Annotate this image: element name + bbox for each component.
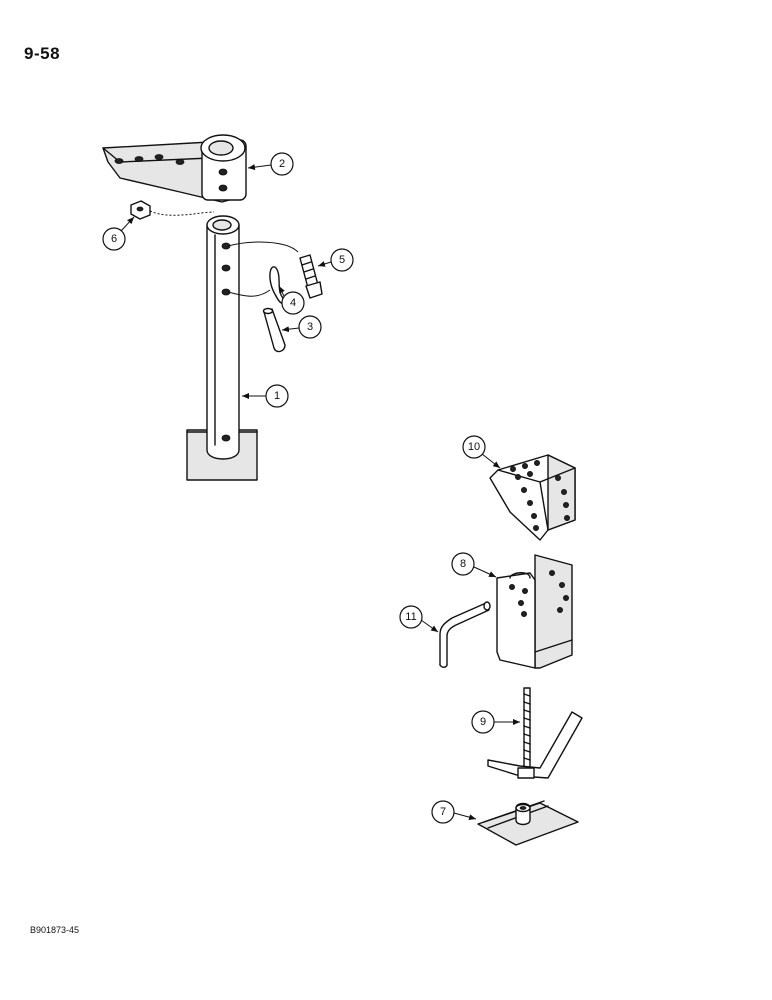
- callout-2: 2: [247, 152, 294, 176]
- svg-text:11: 11: [405, 611, 416, 623]
- svg-text:9: 9: [480, 716, 486, 728]
- bolt-part-5: [299, 254, 323, 299]
- callout-1: 1: [242, 384, 289, 408]
- svg-text:2: 2: [279, 158, 285, 170]
- u-channel-part-8: [496, 554, 573, 669]
- callout-7: 7: [431, 800, 477, 824]
- callout-11: 11: [399, 605, 439, 633]
- svg-text:4: 4: [290, 297, 296, 309]
- callout-5: 5: [317, 248, 354, 272]
- callout-3: 3: [281, 315, 322, 339]
- threaded-stud-part-9: [487, 687, 583, 779]
- svg-text:7: 7: [440, 806, 446, 818]
- callout-6: 6: [102, 216, 135, 251]
- pin-part-3: [262, 307, 286, 353]
- bracket-part-10: [489, 454, 576, 541]
- svg-text:6: 6: [111, 233, 117, 245]
- svg-text:3: 3: [307, 321, 313, 333]
- svg-text:8: 8: [460, 558, 466, 570]
- jack-post-part-1: [186, 215, 258, 481]
- document-code: B901873-45: [30, 925, 80, 935]
- page-number: 9-58: [24, 44, 61, 63]
- mount-bracket-part-2: [102, 134, 247, 203]
- callout-4: 4: [278, 285, 305, 315]
- callout-8: 8: [451, 552, 497, 578]
- nut-part-6: [130, 200, 151, 220]
- callout-9: 9: [471, 710, 520, 734]
- callout-10: 10: [462, 435, 501, 469]
- plate-part-7: [477, 800, 579, 846]
- svg-text:5: 5: [339, 254, 345, 266]
- l-pin-part-11: [439, 601, 491, 668]
- svg-text:10: 10: [468, 441, 480, 453]
- svg-text:1: 1: [274, 390, 280, 402]
